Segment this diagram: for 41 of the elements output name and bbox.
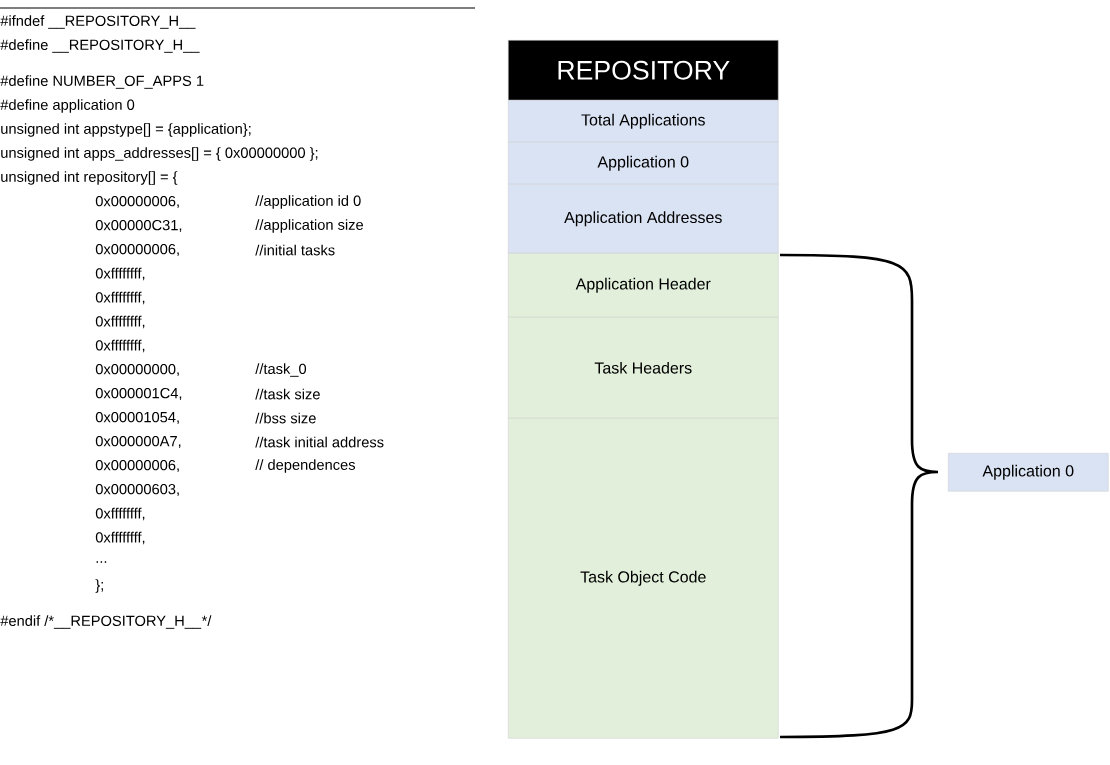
code-line: 0x000001C4, xyxy=(95,387,182,401)
tag-box: Application 0 xyxy=(948,453,1109,492)
code-line: }; xyxy=(95,579,103,593)
code-comment: //initial tasks xyxy=(255,244,335,256)
code-line: #define NUMBER_OF_APPS 1 xyxy=(0,75,204,89)
code-line: ... xyxy=(96,561,107,563)
code-line: 0x00000006, xyxy=(95,459,179,473)
code-line: 0xffffffff, xyxy=(95,507,145,521)
code-line: #define __REPOSITORY_H__ xyxy=(0,39,200,53)
title-bar: REPOSITORY xyxy=(508,40,779,101)
code-line: #ifndef __REPOSITORY_H__ xyxy=(0,15,196,29)
code-comment: //task initial address xyxy=(255,436,384,448)
code-line: 0xffffffff, xyxy=(95,339,145,353)
code-line: 0x000000A7, xyxy=(95,435,181,449)
code-line: 0x00000C31, xyxy=(95,219,182,233)
code-line: 0xffffffff, xyxy=(95,315,145,329)
code-comment: //task_0 xyxy=(255,363,307,377)
code-line: unsigned int appstype[] = {application}; xyxy=(1,123,251,137)
code-line: 0x00000603, xyxy=(95,483,179,497)
code-comment: // dependences xyxy=(255,459,355,473)
memory-section: Application Addresses xyxy=(508,184,779,254)
code-line: unsigned int apps_addresses[] = { 0x00000000 }; xyxy=(1,147,318,161)
code-line: 0xffffffff, xyxy=(95,267,145,281)
code-comment: //application size xyxy=(255,219,363,233)
code-line: 0x00000000, xyxy=(95,363,179,377)
memory-section: Application Header xyxy=(508,253,779,318)
code-comment-end: */ xyxy=(201,615,212,626)
memory-section: Application 0 xyxy=(508,142,779,185)
code-line: 0x00000006, xyxy=(95,195,179,209)
code-line: 0xffffffff, xyxy=(95,291,145,305)
code-comment: //bss size xyxy=(255,412,316,424)
code-line: unsigned int repository[] = { xyxy=(1,171,178,185)
code-line: 0x00000006, xyxy=(95,243,179,257)
code-line: 0xffffffff, xyxy=(95,531,145,545)
code-comment: //task size xyxy=(255,388,320,400)
memory-section: Task Headers xyxy=(508,317,779,419)
code-line: 0x00001054, xyxy=(95,411,179,425)
memory-section: Total Applications xyxy=(508,100,779,143)
code-line: #define application 0 xyxy=(0,99,135,113)
code-comment: //application id 0 xyxy=(255,195,361,209)
code-line: #endif /*__REPOSITORY_H__ xyxy=(0,615,202,629)
